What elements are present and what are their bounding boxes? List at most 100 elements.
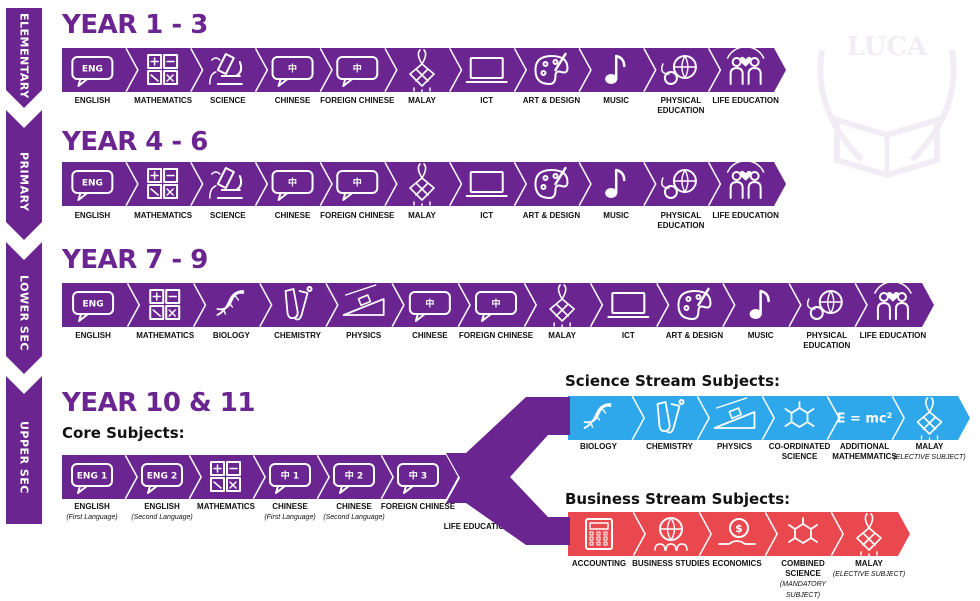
subject-name: CHINESE [336, 502, 372, 511]
primary-subject-label: FOREIGN CHINESE [317, 211, 397, 221]
lower-sec-subject-label: PHYSICAL EDUCATION [787, 331, 867, 351]
subject-name: ICT [621, 331, 635, 340]
primary-subject-label: PHYSICAL EDUCATION [641, 211, 721, 231]
math-icon [147, 168, 179, 199]
palette-icon [677, 287, 712, 320]
primary-subject-separator [125, 161, 141, 207]
lower-sec-subject-chevron [392, 283, 471, 327]
science-subject-chevron [568, 396, 645, 440]
subject-name: FOREIGN CHINESE [380, 502, 456, 511]
laptop-icon [465, 171, 508, 197]
elementary-subject-label: MATHEMATICS [123, 96, 203, 106]
subject-name: MALAY [408, 96, 436, 105]
subject-name: MATHEMATICS [136, 331, 195, 340]
lower-sec-subject-chevron [855, 283, 934, 327]
elementary-subject-label: SCIENCE [188, 96, 268, 106]
core-subject-label: CHINESE(First Language) [250, 502, 330, 523]
sports-balls-icon [661, 55, 697, 85]
music-note-icon [605, 168, 626, 198]
subject-name: ADDITIONAL MATHEMMATICS [832, 442, 897, 461]
subject-note: (Second Language) [131, 514, 193, 521]
svg-text:中: 中 [353, 63, 362, 75]
science-subject-band: E = mc² [568, 395, 970, 442]
business-subject-label: MALAY(ELECTIVE SUBJECT) [829, 559, 909, 580]
subject-name: MALAY [915, 442, 944, 451]
sidebar-stage-primary [6, 110, 42, 240]
business-subject-label: ACCOUNTING [559, 559, 639, 569]
science-subject-label: PHYSICS [695, 442, 775, 452]
eng-bubble-icon: ENG [71, 56, 114, 87]
music-note-icon [605, 54, 626, 84]
elementary-subject-label: FOREIGN CHINESE [317, 96, 397, 106]
sidebar-stage-elementary [6, 8, 42, 108]
lower-sec-subject-chevron [723, 283, 802, 327]
subject-name: ENGLISH [74, 502, 110, 511]
dna-icon [583, 403, 612, 429]
lower-sec-subject-label: CHEMISTRY [258, 331, 338, 341]
elementary-subject-chevron [515, 48, 592, 92]
science-subject-label: ADDITIONAL MATHEMMATICS [825, 442, 905, 462]
svg-text:ENG 1: ENG 1 [77, 472, 107, 482]
subject-note: (ELECTIVE SUBJECT) [893, 454, 966, 461]
sports-balls-icon [806, 290, 843, 320]
elementary-subject-label: LIFE EDUCATION [706, 96, 786, 106]
lower-sec-subject-chevron [789, 283, 868, 327]
subject-name: MALAY [548, 331, 576, 340]
subject-name: CHEMISTRY [274, 331, 321, 340]
elementary-subject-chevron [709, 48, 786, 92]
science-subject-label: CO-ORDINATED SCIENCE [760, 442, 840, 462]
primary-subject-label: MATHEMATICS [123, 211, 203, 221]
subject-name: MUSIC [603, 211, 630, 220]
primary-subject-label: LIFE EDUCATION [706, 211, 786, 221]
lower-sec-subject-separator [523, 282, 539, 328]
science-subject-label: BIOLOGY [559, 442, 639, 452]
year-title-10-11: YEAR 10 & 11 [62, 388, 255, 418]
subject-name: ACCOUNTING [571, 559, 627, 568]
chinese-bubble-icon: 中 2 [333, 463, 375, 494]
sidebar-chevrons [6, 8, 42, 524]
laptop-icon [607, 292, 650, 318]
lower-sec-subject-label: FOREIGN CHINESE [456, 331, 536, 341]
sports-balls-icon [661, 169, 697, 199]
subject-name: ICT [480, 96, 494, 105]
primary-subject-chevron [709, 162, 786, 206]
chinese-bubble-icon: 中 3 [397, 463, 439, 494]
sidebar-label-primary: PRIMARY [17, 152, 31, 212]
elementary-subject-label: MALAY [382, 96, 462, 106]
subject-name: CHINESE [274, 211, 311, 220]
sidebar-label-elementary: ELEMENTARY [17, 13, 31, 99]
subject-name: CHEMISTRY [646, 442, 693, 451]
svg-text:$: $ [735, 522, 743, 535]
subject-name: SCIENCE [210, 96, 246, 105]
core-subject-chevron [62, 455, 138, 499]
chinese-bubble-icon: 中 [336, 170, 379, 201]
ketupat-icon [549, 284, 575, 329]
core-subject-chevron [126, 455, 202, 499]
people-heart-icon [874, 281, 912, 320]
svg-text:ENG: ENG [82, 65, 103, 75]
primary-subject-label: ICT [447, 211, 527, 221]
year-title-4-6: YEAR 4 - 6 [62, 127, 208, 157]
ketupat-icon [409, 163, 435, 208]
business-subject-chevron [766, 512, 844, 556]
primary-subject-chevron [256, 162, 333, 206]
people-heart-icon [726, 160, 765, 199]
math-icon [210, 461, 241, 492]
subject-name: ENGLISH [74, 211, 111, 220]
elementary-subject-chevron [644, 48, 722, 92]
svg-text:ENG: ENG [82, 179, 103, 189]
chinese-bubble-icon: 中 [475, 291, 517, 322]
calculator-icon [585, 518, 613, 550]
lower-sec-subject-label: BIOLOGY [191, 331, 271, 341]
lower-sec-subject-label: MATHEMATICS [125, 331, 205, 341]
ketupat-icon [409, 49, 435, 94]
lower-sec-subject-label: LIFE EDUCATION [853, 331, 933, 341]
science-subject-chevron [893, 396, 970, 440]
palette-icon [534, 52, 569, 85]
palette-icon [534, 166, 569, 199]
people-heart-icon [726, 46, 765, 85]
lower-sec-subject-chevron [326, 283, 405, 327]
subject-name: CO-ORDINATED SCIENCE [768, 442, 831, 461]
chinese-bubble-icon: 中 [336, 56, 379, 87]
